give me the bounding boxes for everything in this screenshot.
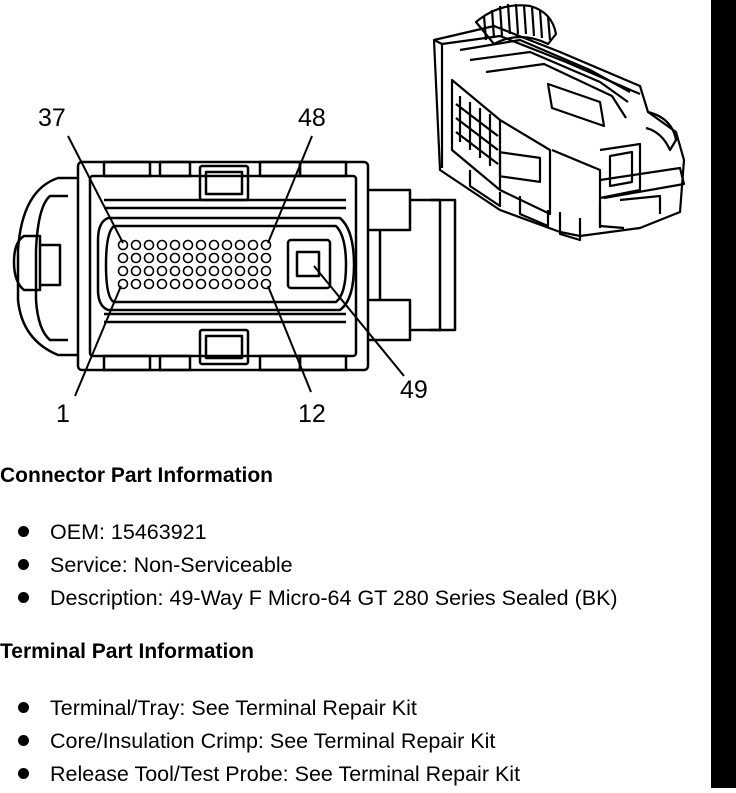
bullet-icon <box>18 768 29 779</box>
list-item-oem: OEM: 15463921 <box>0 518 710 551</box>
terminal-part-info-heading: Terminal Part Information <box>0 640 254 663</box>
leader-line-1 <box>74 285 122 397</box>
pin-row-upper-middle <box>117 252 272 264</box>
bullet-icon <box>18 526 29 537</box>
bullet-icon <box>18 702 29 713</box>
connector-part-info-heading: Connector Part Information <box>0 464 274 487</box>
leader-lines <box>67 135 405 397</box>
bullet-icon <box>18 559 29 570</box>
pin-row-lower-middle <box>117 265 272 277</box>
leader-line-37 <box>67 135 124 244</box>
list-item-core-insulation-crimp: Core/Insulation Crimp: See Terminal Repa… <box>0 727 710 760</box>
connector-part-info-list: OEM: 15463921 Service: Non-Serviceable D… <box>0 518 710 617</box>
list-item-text: Release Tool/Test Probe: See Terminal Re… <box>50 762 521 786</box>
list-item-service: Service: Non-Serviceable <box>0 551 710 584</box>
list-item-release-tool: Release Tool/Test Probe: See Terminal Re… <box>0 760 710 793</box>
callout-pin-48: 48 <box>298 104 326 132</box>
list-item-text: Description: 49-Way F Micro-64 GT 280 Se… <box>50 586 618 610</box>
callout-pin-37: 37 <box>38 104 66 132</box>
pin-row-bottom <box>117 278 272 290</box>
connector-perspective-icon <box>432 3 686 242</box>
callout-pin-12: 12 <box>298 400 326 428</box>
pin-grid <box>117 239 272 290</box>
list-item-text: Core/Insulation Crimp: See Terminal Repa… <box>50 729 496 753</box>
list-item-text: Service: Non-Serviceable <box>50 553 293 577</box>
leader-line-48 <box>267 135 313 244</box>
list-item-text: Terminal/Tray: See Terminal Repair Kit <box>50 696 417 720</box>
bullet-icon <box>18 735 29 746</box>
callout-pin-1: 1 <box>56 400 70 428</box>
list-item-description: Description: 49-Way F Micro-64 GT 280 Se… <box>0 584 710 617</box>
terminal-part-info-list: Terminal/Tray: See Terminal Repair Kit C… <box>0 694 710 793</box>
right-edge-bar <box>711 0 736 788</box>
pin-row-top <box>117 239 272 251</box>
callout-pin-49: 49 <box>400 376 428 404</box>
list-item-terminal-tray: Terminal/Tray: See Terminal Repair Kit <box>0 694 710 727</box>
connector-face-icon <box>12 160 457 372</box>
leader-line-12 <box>267 285 312 393</box>
connector-diagram: 37 48 1 12 49 <box>12 3 686 428</box>
leader-line-49 <box>313 265 405 377</box>
list-item-text: OEM: 15463921 <box>50 520 207 544</box>
bullet-icon <box>18 592 29 603</box>
